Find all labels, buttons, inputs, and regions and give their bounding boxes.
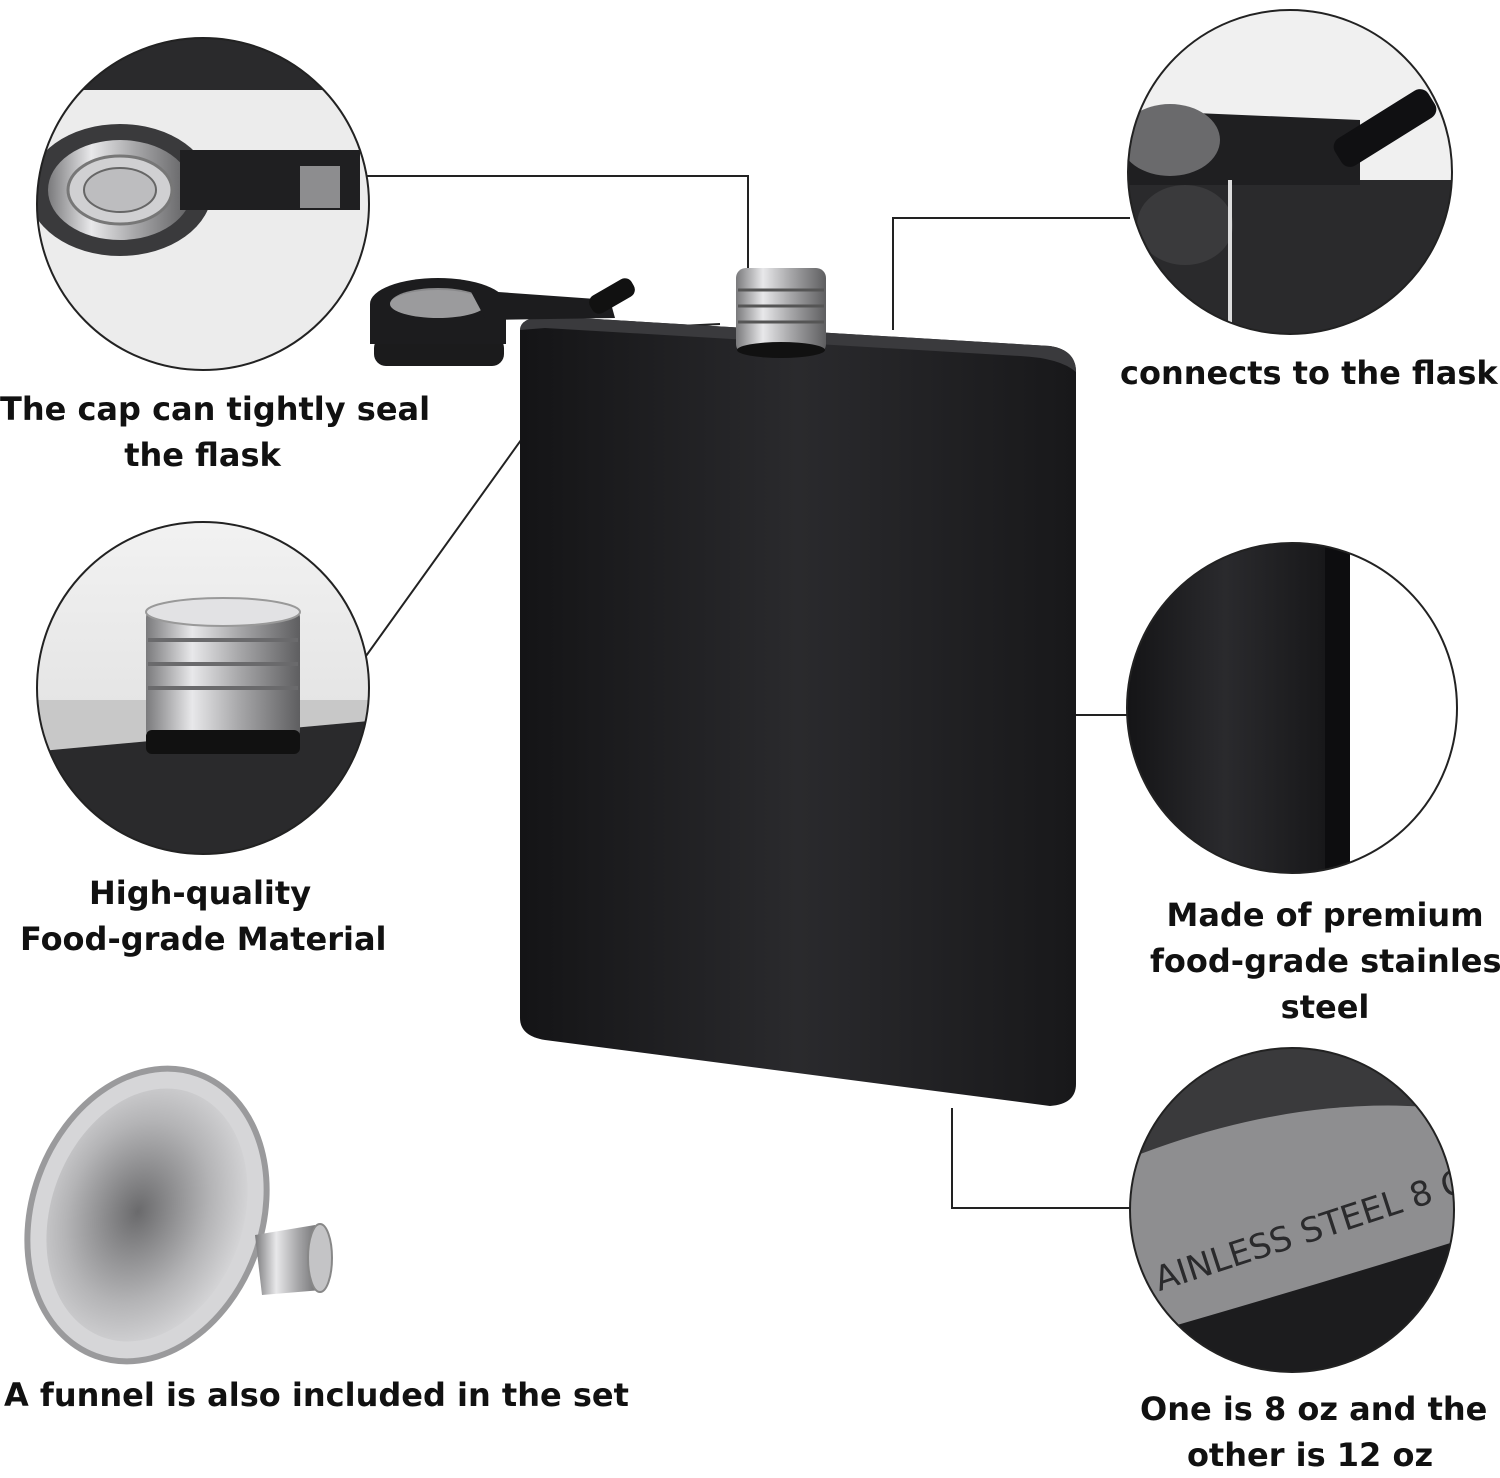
flask-illustration (370, 268, 1076, 1106)
detail-circle-neck-border (36, 521, 370, 855)
detail-circle-engraving-border (1129, 1047, 1455, 1373)
detail-circle-cap-border (36, 37, 370, 371)
caption-steel-line2: food-grade stainless (1150, 942, 1500, 980)
detail-circle-neck (37, 522, 369, 854)
caption-material: High-quality Food-grade Material (20, 870, 387, 962)
caption-material-line2: Food-grade Material (20, 920, 387, 958)
detail-circle-hinge-border (1127, 9, 1453, 335)
caption-cap-seal: The cap can tightly seal the flask (0, 386, 431, 478)
detail-circle-cap (37, 38, 369, 370)
caption-sizes: One is 8 oz and the other is 12 oz (1140, 1386, 1488, 1478)
caption-sizes-line2: other is 12 oz (1186, 1436, 1434, 1474)
funnel-illustration (24, 1065, 333, 1365)
caption-steel-line1: Made of premium (1166, 896, 1484, 934)
caption-sizes-line1: One is 8 oz and the (1140, 1390, 1488, 1428)
caption-steel: Made of premium food-grade stainless ste… (1150, 892, 1500, 1030)
caption-connects: connects to the flask (1120, 350, 1498, 396)
detail-circle-engraving: AINLESS STEEL 8 OZ (1130, 1048, 1454, 1372)
caption-steel-line3: steel (1280, 988, 1370, 1026)
caption-cap-seal-line2: the flask (124, 436, 281, 474)
caption-connects-line1: connects to the flask (1120, 354, 1498, 392)
caption-cap-seal-line1: The cap can tightly seal (0, 390, 431, 428)
caption-funnel: A funnel is also included in the set (0, 1372, 629, 1418)
detail-circle-edge-border (1126, 542, 1458, 874)
caption-material-line1: High-quality (88, 874, 312, 912)
caption-funnel-line1: A funnel is also included in the set (4, 1376, 629, 1414)
detail-circle-hinge (1128, 10, 1452, 334)
